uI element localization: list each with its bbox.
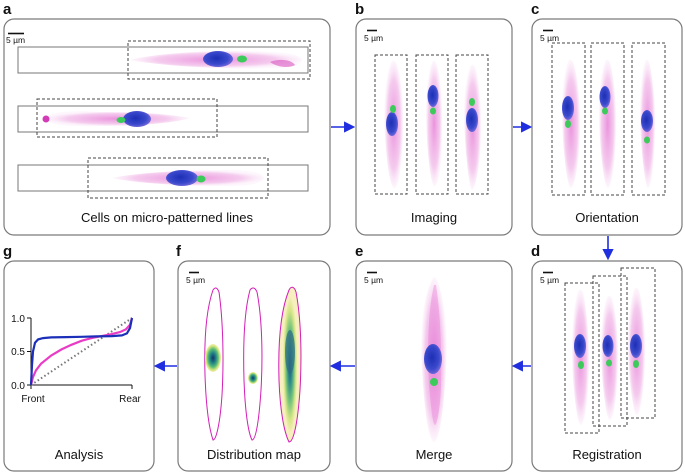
panel-e: e 5 µm Merge [355,243,513,472]
y-tick-label: 0.5 [11,347,25,358]
panel-d: d 5 µm Registration [531,243,683,472]
x-label-rear: Rear [119,394,141,405]
panel-b-frame [355,18,513,236]
cell [572,289,590,425]
cell-density-map [278,286,302,443]
panel-a-letter: a [3,1,12,18]
y-tick-label: 0.0 [11,381,25,392]
crop-box [36,98,218,138]
panel-f-title: Distribution map [207,447,301,462]
crop-box [620,267,656,419]
micro-pattern-line [17,46,309,74]
cell [130,50,302,69]
scale-label: 5 µm [540,33,559,43]
panel-a-frame [3,18,331,236]
crop-box [631,42,666,196]
nucleus-density-map [204,287,224,441]
crop-box [564,282,600,434]
cell [628,287,646,415]
cell [426,60,443,187]
cell [112,170,264,186]
golgi-density-map [243,287,263,441]
cell [599,59,617,188]
crop-box [127,40,311,80]
scale-label: 5 µm [540,275,559,285]
scale-label: 5 µm [364,33,383,43]
merged-cell [421,277,447,442]
y-tick-label: 1.0 [11,314,25,325]
panel-b: b 5 µm Imaging [355,1,513,236]
panel-f-letter: f [176,243,182,260]
cell [562,59,581,188]
panel-c-letter: c [531,1,539,18]
micro-pattern-line [17,164,309,192]
analysis-chart: 0.0 0.5 1.0 Front Rear [11,314,141,405]
panel-g-title: Analysis [55,447,104,462]
cell [601,295,619,420]
panel-g-frame [3,260,155,472]
panel-a: a 5 µm Cells on micro-patterned [3,1,331,236]
cell [640,59,656,188]
panel-g: g 0.0 0.5 1.0 Front Rear Analysis [3,243,155,472]
crop-box [415,54,449,195]
panel-d-frame [531,260,683,472]
panel-c: c 5 µm Orientation [531,1,683,236]
cell [464,64,482,190]
crop-box [592,275,628,427]
x-label-front: Front [21,394,45,405]
crop-box [374,54,408,195]
series-blue-line [29,317,134,386]
scale-label: 5 µm [364,275,383,285]
scale-label: 5 µm [6,35,25,45]
crop-box [590,42,625,196]
flow-arrows [153,121,614,372]
panel-c-title: Orientation [575,210,639,225]
panel-e-title: Merge [416,447,453,462]
crop-box [455,54,489,195]
series-pink-line [29,317,134,386]
panel-a-title: Cells on micro-patterned lines [81,210,253,225]
crop-box [87,157,269,199]
panel-b-title: Imaging [411,210,457,225]
scale-label: 5 µm [186,275,205,285]
micro-pattern-line [17,105,309,133]
panel-d-title: Registration [572,447,641,462]
crop-box [551,42,586,196]
cell [42,111,190,127]
panel-f: f 5 µm Distribution map [176,243,331,472]
panel-e-letter: e [355,243,363,260]
cell [384,60,404,189]
panel-b-letter: b [355,1,364,18]
panel-g-letter: g [3,243,12,260]
panel-d-letter: d [531,243,540,260]
series-diagonal-line [30,317,133,386]
